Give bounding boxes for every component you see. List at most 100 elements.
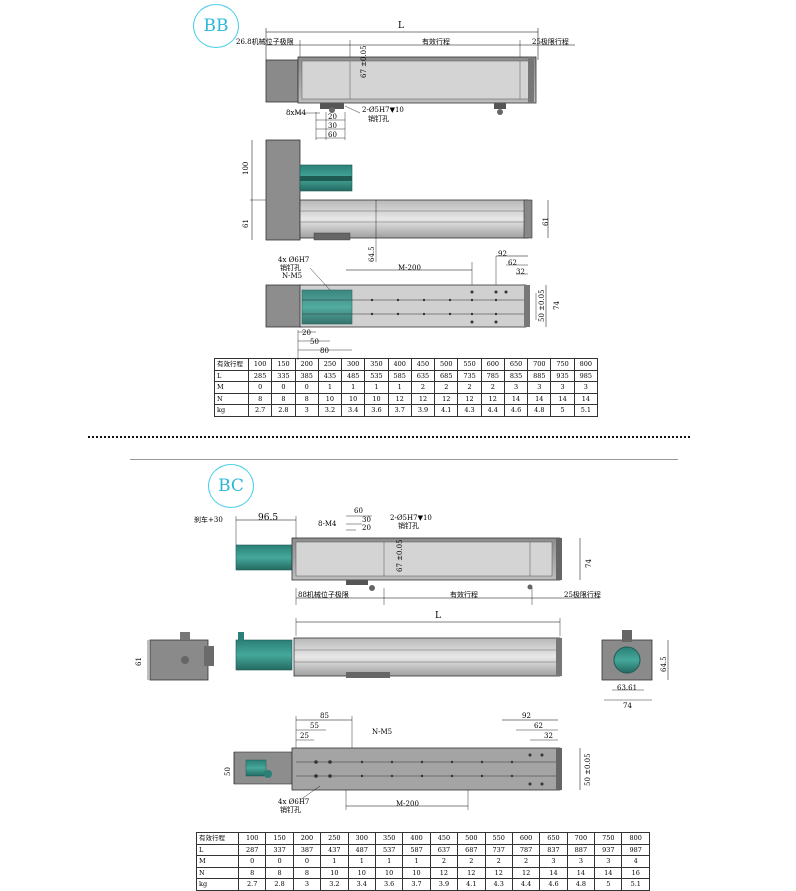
bc-effective-stroke: 有效行程 bbox=[450, 591, 478, 599]
table-cell: 687 bbox=[457, 843, 486, 856]
table-cell: 1 bbox=[320, 855, 349, 868]
bc-pin-label: 销钉孔 bbox=[398, 522, 419, 530]
bb-side-dim-61-left: 61 bbox=[242, 219, 250, 228]
table-cell: 2.7 bbox=[237, 878, 267, 891]
table-cell: 3 bbox=[539, 855, 568, 868]
table-cell: 3.7 bbox=[387, 404, 412, 417]
table-cell: 837 bbox=[539, 843, 568, 856]
bb-bottom-dim-62: 62 bbox=[508, 259, 517, 267]
table-cell: 785 bbox=[480, 369, 505, 382]
table-cell: 635 bbox=[410, 369, 436, 382]
bc-dim-96-5: 96.5 bbox=[258, 513, 279, 523]
bc-bottom-dim-25: 25 bbox=[300, 732, 309, 740]
table-cell: 5.1 bbox=[573, 404, 599, 417]
bb-dim-30: 30 bbox=[328, 122, 337, 130]
table-cell: 100 bbox=[247, 358, 273, 371]
table-cell: 2.7 bbox=[247, 404, 273, 417]
bc-bottom-pin-hole: 4x Ø6H7 bbox=[278, 798, 310, 806]
table-cell: 3 bbox=[503, 381, 529, 394]
table-cell: 2 bbox=[434, 381, 459, 394]
table-cell: 3.2 bbox=[317, 404, 343, 417]
table-cell: 12 bbox=[410, 392, 436, 405]
table-cell: 250 bbox=[320, 832, 349, 845]
bb-bottom-pin-hole: 4x Ø6H7 bbox=[278, 256, 310, 264]
bc-bottom-view bbox=[233, 716, 581, 810]
table-cell: 300 bbox=[347, 832, 376, 845]
table-cell: 4 bbox=[621, 855, 650, 868]
bc-side-view bbox=[147, 618, 669, 701]
table-cell: 700 bbox=[527, 358, 552, 371]
table-cell: 200 bbox=[294, 358, 319, 371]
table-cell: 3.4 bbox=[347, 878, 376, 891]
table-cell: 387 bbox=[292, 843, 322, 856]
bb-bottom-m5: N-M5 bbox=[282, 272, 303, 280]
table-cell: 3.2 bbox=[320, 878, 349, 891]
table-cell: 800 bbox=[621, 832, 650, 845]
bb-pin-label: 销钉孔 bbox=[368, 115, 389, 123]
table-cell: 487 bbox=[347, 843, 376, 856]
table-cell: 12 bbox=[511, 866, 541, 879]
table-cell: 14 bbox=[566, 866, 596, 879]
table-cell: 2 bbox=[457, 381, 482, 394]
bb-m4: 8xM4 bbox=[286, 109, 307, 117]
bc-bottom-dim-50: 50 bbox=[224, 767, 232, 776]
table-cell: 2 bbox=[484, 855, 513, 868]
table-cell: 0 bbox=[237, 855, 267, 868]
table-cell: 500 bbox=[457, 832, 486, 845]
table-cell: 450 bbox=[429, 832, 459, 845]
table-cell: 1 bbox=[374, 855, 404, 868]
row-header-cell: N bbox=[214, 392, 249, 405]
bc-bottom-dim-62: 62 bbox=[534, 722, 543, 730]
table-cell: 500 bbox=[434, 358, 459, 371]
bc-side-dim-L: L bbox=[435, 611, 441, 621]
bb-top-view bbox=[265, 28, 575, 140]
table-cell: 3 bbox=[527, 381, 552, 394]
bb-bottom-dim-74: 74 bbox=[553, 301, 561, 310]
table-cell: 1 bbox=[317, 381, 343, 394]
table-cell: 3.7 bbox=[402, 878, 431, 891]
table-cell: 750 bbox=[594, 832, 623, 845]
row-header-cell: M bbox=[214, 381, 249, 394]
table-cell: 2 bbox=[429, 855, 459, 868]
bb-bottom-dim-50-tol: 50 ±0.05 bbox=[538, 289, 546, 322]
table-cell: 735 bbox=[457, 369, 482, 382]
table-cell: 4.6 bbox=[503, 404, 529, 417]
table-cell: 587 bbox=[402, 843, 431, 856]
bb-width-note: 67 ±0.05 bbox=[360, 45, 368, 78]
bc-bottom-dim-92: 92 bbox=[522, 712, 531, 720]
bc-dim-30: 30 bbox=[362, 516, 371, 524]
table-cell: 585 bbox=[387, 369, 412, 382]
bb-mech-limit: 26.8机械位子极限 bbox=[236, 38, 294, 46]
table-cell: 4.4 bbox=[511, 878, 541, 891]
table-cell: 200 bbox=[292, 832, 322, 845]
table-cell: 1 bbox=[364, 381, 389, 394]
table-cell: 3.9 bbox=[410, 404, 436, 417]
bc-bottom-dim-50-tol: 50 ±0.05 bbox=[584, 753, 592, 786]
table-cell: 150 bbox=[265, 832, 294, 845]
table-cell: 8 bbox=[247, 392, 273, 405]
bc-bottom-m5: N-M5 bbox=[372, 728, 393, 736]
table-cell: 3 bbox=[594, 855, 623, 868]
table-cell: 4.8 bbox=[527, 404, 552, 417]
row-header-cell: 有效行程 bbox=[196, 832, 239, 845]
table-cell: 14 bbox=[573, 392, 599, 405]
table-cell: 1 bbox=[387, 381, 412, 394]
bb-limit-travel: 25极限行程 bbox=[532, 38, 569, 46]
table-cell: 537 bbox=[374, 843, 404, 856]
bb-bottom-dim-32: 32 bbox=[516, 268, 525, 276]
bc-side-dim-74: 74 bbox=[623, 702, 632, 710]
bb-side-dim-100: 100 bbox=[242, 161, 250, 175]
table-cell: 335 bbox=[271, 369, 296, 382]
table-cell: 8 bbox=[237, 866, 267, 879]
table-cell: 1 bbox=[347, 855, 376, 868]
table-cell: 10 bbox=[364, 392, 389, 405]
bc-m4: 8-M4 bbox=[318, 520, 337, 528]
table-cell: 12 bbox=[457, 392, 482, 405]
table-cell: 2 bbox=[511, 855, 541, 868]
table-cell: 4.6 bbox=[539, 878, 568, 891]
table-cell: 2 bbox=[410, 381, 436, 394]
row-header-cell: N bbox=[196, 866, 239, 879]
